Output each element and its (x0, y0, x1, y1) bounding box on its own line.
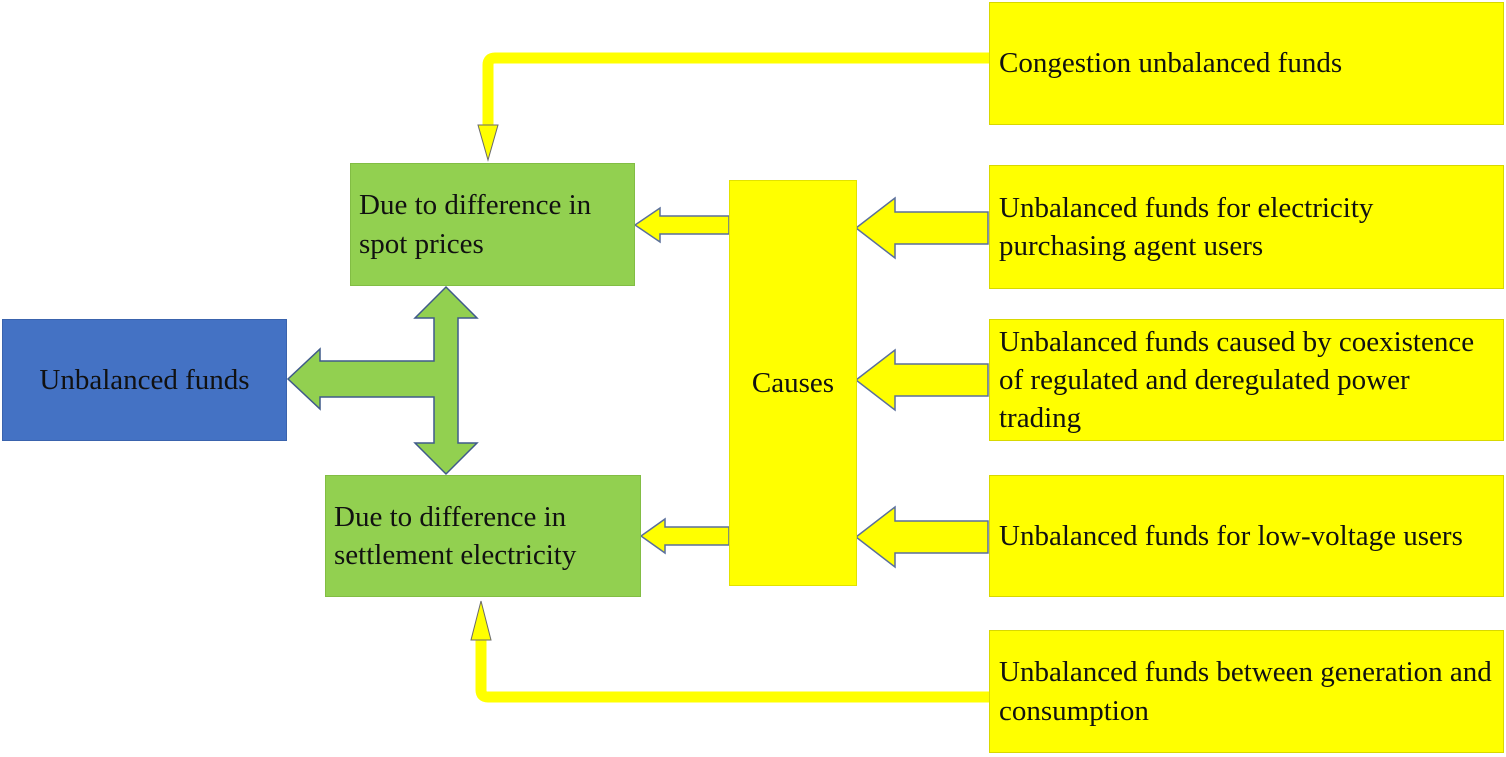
source-box-purchasing-agent: Unbalanced funds for electricity purchas… (989, 165, 1504, 289)
category-label-spot: Due to difference in spot prices (359, 189, 592, 260)
source-label-low-voltage: Unbalanced funds for low-voltage users (999, 519, 1463, 552)
arrow-causes-to-spot (633, 206, 730, 244)
arrow-purchasing-agent-to-causes (854, 196, 989, 260)
category-box-spot: Due to difference in spot prices (350, 163, 635, 286)
source-box-low-voltage: Unbalanced funds for low-voltage users (989, 475, 1504, 597)
center-box-unbalanced-funds: Unbalanced funds (2, 319, 287, 441)
connector-congestion-to-spot (482, 52, 989, 125)
source-label-generation-consumption: Unbalanced funds between generation and … (999, 656, 1492, 727)
arrow-causes-to-settlement (639, 517, 730, 555)
arrow-coexistence-to-causes (854, 348, 989, 412)
causes-label: Causes (751, 366, 835, 399)
source-label-purchasing-agent: Unbalanced funds for electricity purchas… (999, 191, 1374, 262)
source-box-generation-consumption: Unbalanced funds between generation and … (989, 630, 1504, 753)
category-box-settlement: Due to difference in settlement electric… (325, 475, 641, 597)
connector-generation-to-settlement (475, 640, 989, 703)
source-label-coexistence: Unbalanced funds caused by coexistence o… (999, 325, 1475, 435)
arrow-head-congestion-to-spot (477, 124, 499, 162)
source-box-coexistence: Unbalanced funds caused by coexistence o… (989, 319, 1504, 441)
arrow-head-generation-to-settlement (470, 600, 492, 641)
source-box-congestion: Congestion unbalanced funds (989, 2, 1504, 125)
center-label: Unbalanced funds (39, 363, 250, 396)
category-label-settlement: Due to difference in settlement electric… (334, 500, 577, 571)
source-label-congestion: Congestion unbalanced funds (999, 47, 1343, 80)
arrow-categories-to-center (286, 285, 479, 476)
causes-box: Causes (729, 180, 857, 586)
arrow-low-voltage-to-causes (854, 505, 989, 569)
